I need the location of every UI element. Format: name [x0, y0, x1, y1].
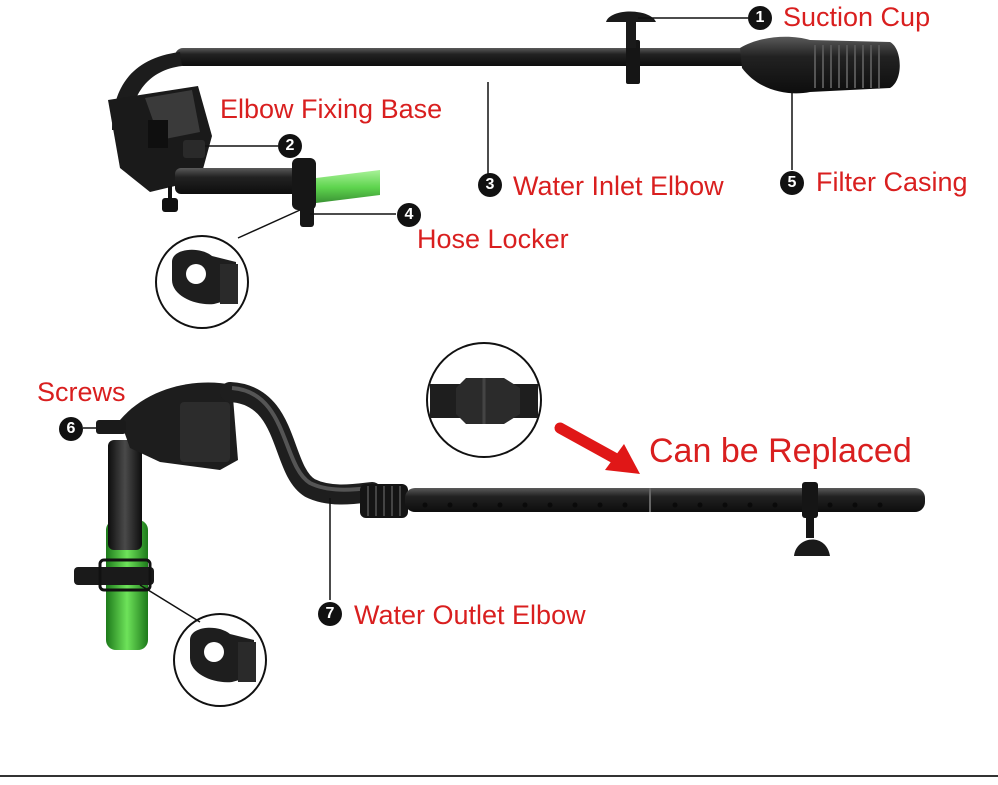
hose-locker-clip-icon	[173, 613, 267, 707]
badge-4: 4	[397, 203, 421, 227]
badge-7: 7	[318, 602, 342, 626]
label-screws: Screws	[37, 377, 126, 407]
hose-locker-clip-icon	[155, 235, 249, 329]
label-hose-locker: Hose Locker	[417, 224, 569, 254]
label-can-be-replaced: Can be Replaced	[649, 432, 912, 470]
suction-cup-icon	[606, 11, 656, 48]
label-elbow-fixing-base: Elbow Fixing Base	[220, 94, 443, 124]
inlet-elbow-pipe-icon	[108, 36, 900, 227]
label-water-outlet-elbow: Water Outlet Elbow	[354, 600, 586, 630]
label-suction-cup: Suction Cup	[783, 2, 931, 32]
replace-arrow-icon	[554, 422, 640, 474]
badge-3: 3	[478, 173, 502, 197]
replace-joint-icon	[426, 342, 542, 458]
badge-6: 6	[59, 417, 83, 441]
outlet-elbow-pipe-icon	[74, 382, 925, 650]
label-water-inlet-elbow: Water Inlet Elbow	[513, 171, 724, 201]
badge-2: 2	[278, 134, 302, 158]
label-filter-casing: Filter Casing	[816, 167, 968, 197]
badge-5: 5	[780, 171, 804, 195]
badge-1: 1	[748, 6, 772, 30]
